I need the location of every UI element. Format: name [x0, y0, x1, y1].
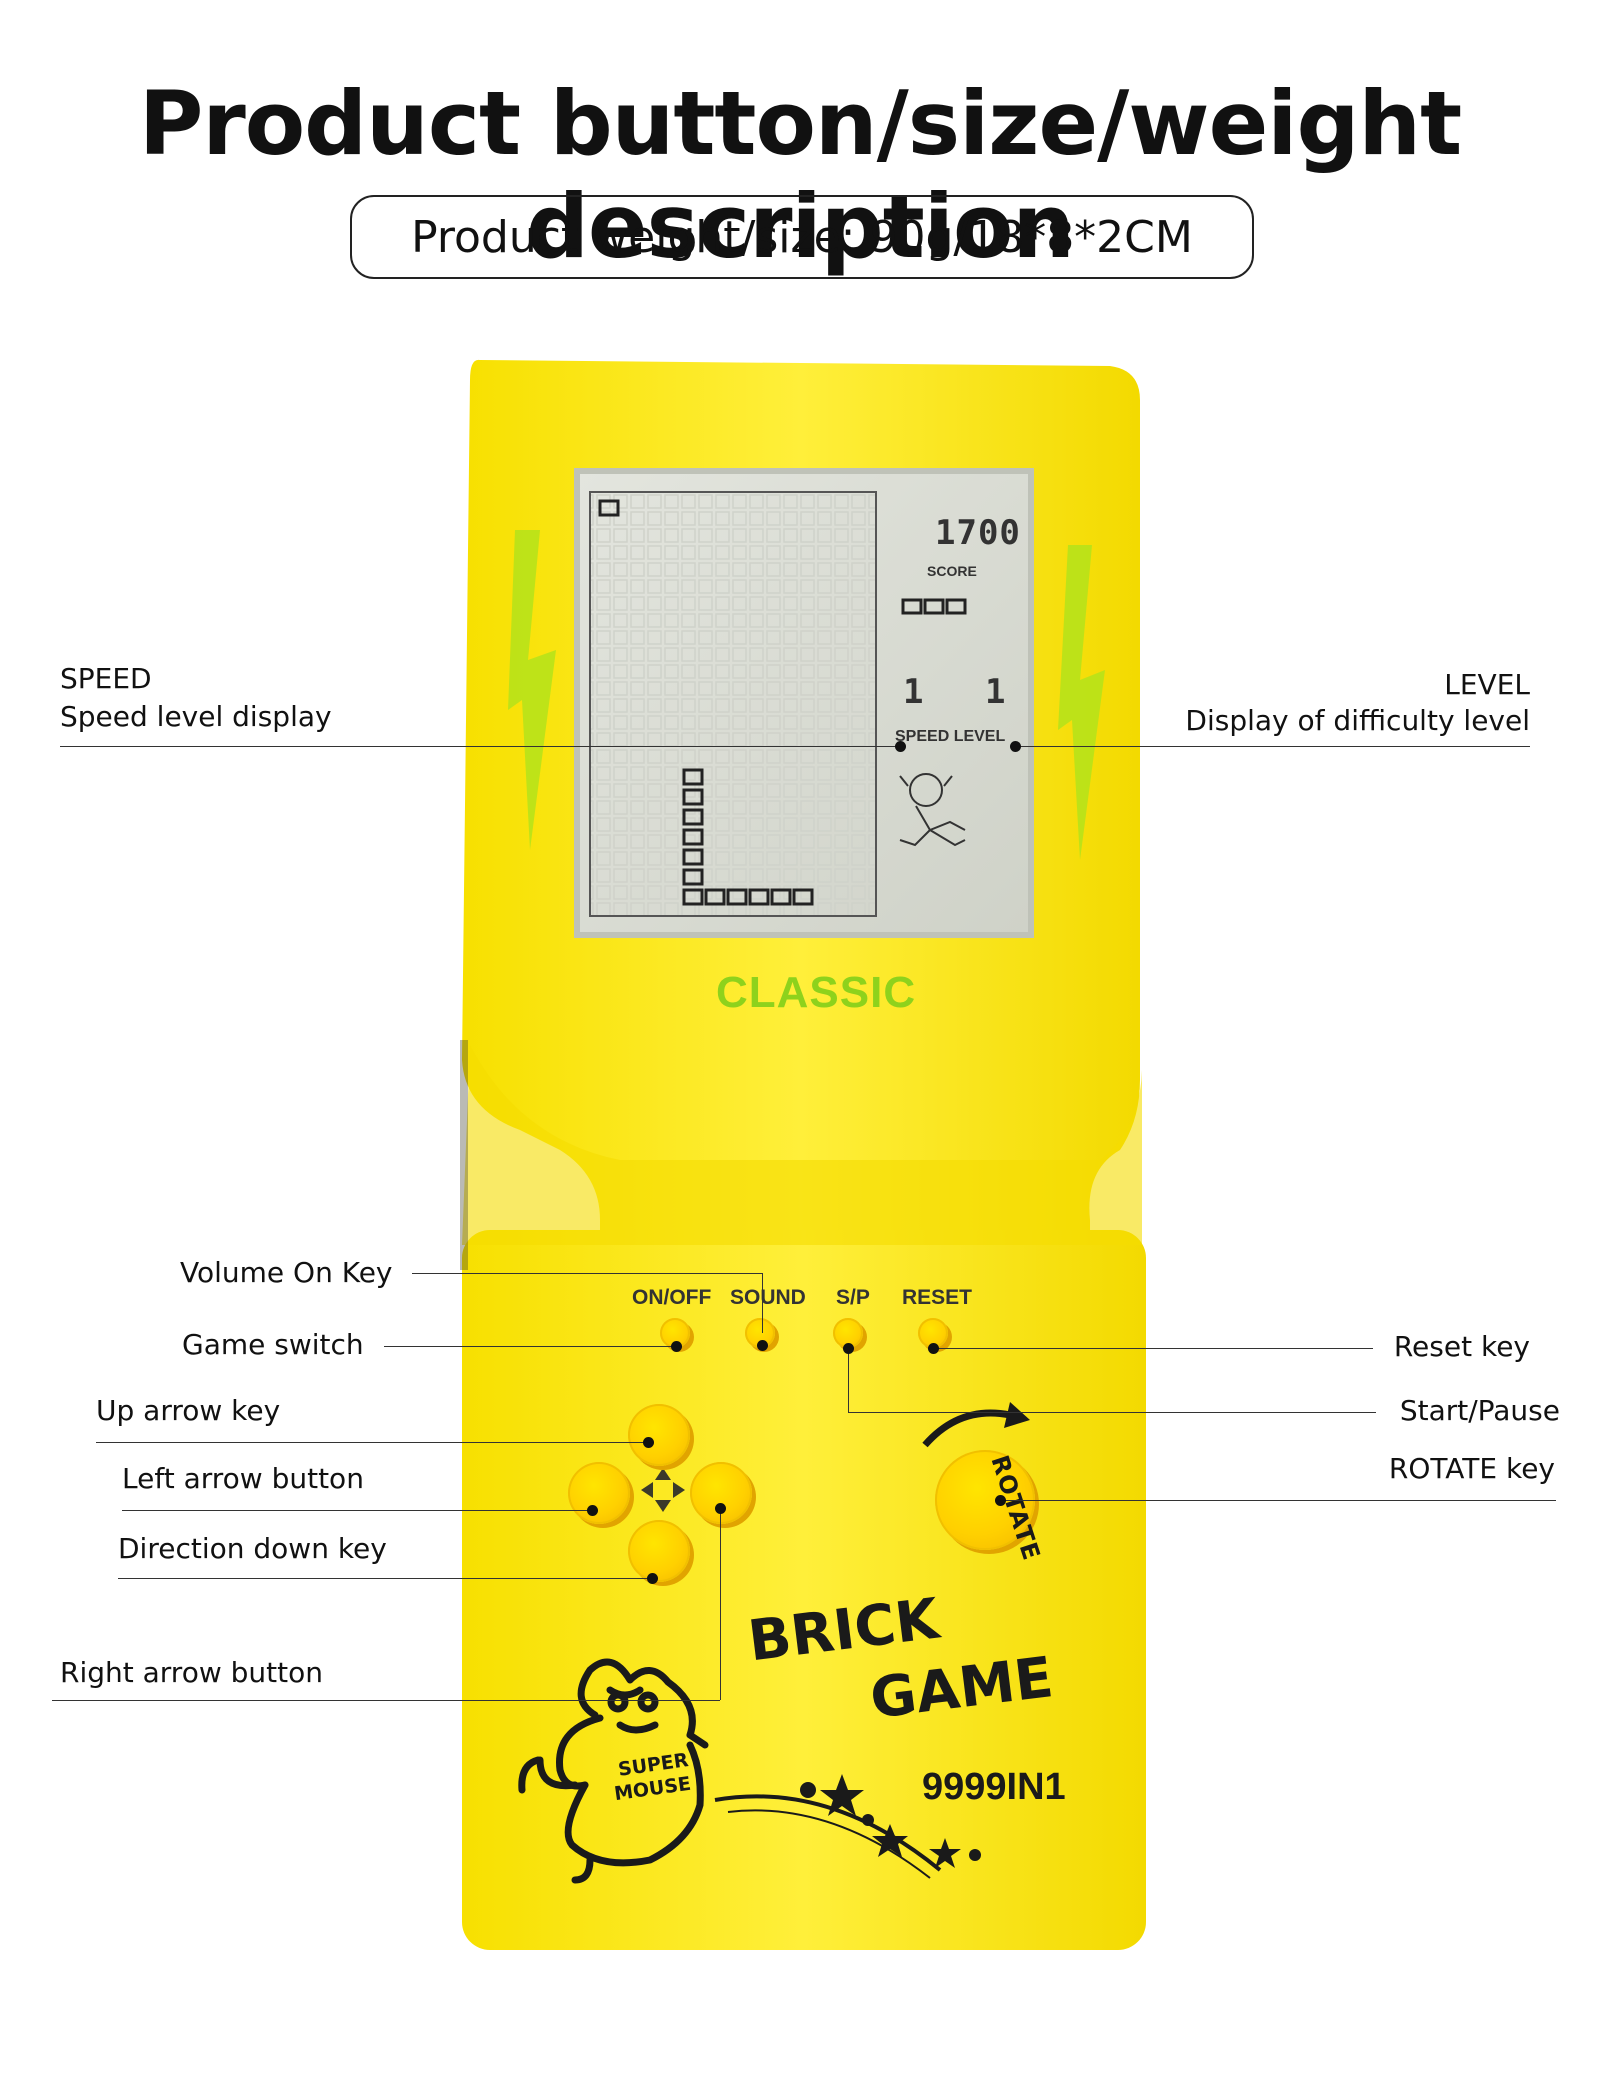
down-key-leader-line [118, 1578, 652, 1579]
sound-label: SOUND [730, 1286, 806, 1309]
game-switch-label: Game switch [182, 1328, 364, 1361]
right-arrow-label: Right arrow button [60, 1656, 323, 1689]
lightning-left-icon [508, 530, 556, 850]
dpad-center-icon [641, 1468, 685, 1512]
weight-size-box: Product weight/size: 90g/18*8*2CM [350, 195, 1254, 279]
speed-desc-label: Speed level display [60, 700, 332, 733]
left-arrow-leader-line [122, 1510, 592, 1511]
rotate-arrow-icon [922, 1409, 1011, 1448]
game-switch-leader-dot [671, 1341, 682, 1352]
lcd-runner-icon [899, 773, 966, 847]
super-mouse-mascot-icon [518, 1658, 709, 1884]
up-arrow-leader-dot [643, 1437, 654, 1448]
start-pause-leader-vertical [848, 1348, 849, 1413]
volume-leader-vertical [762, 1273, 763, 1333]
classic-brand-text: CLASSIC [716, 968, 917, 1017]
device-lower-body [462, 1230, 1146, 1950]
lightning-right-icon [1058, 545, 1105, 860]
reset-leader-line [933, 1348, 1373, 1349]
lcd-score-label: SCORE [927, 563, 977, 579]
rotate-key-label: ROTATE key [1388, 1452, 1555, 1485]
rotate-leader-line [1000, 1500, 1556, 1501]
page-title: Product button/size/weight description [138, 72, 1462, 278]
down-key-label: Direction down key [118, 1532, 387, 1565]
level-desc-label: Display of difficulty level [1185, 704, 1530, 737]
right-arrow-leader-vertical [720, 1508, 721, 1700]
level-leader-line [1015, 746, 1530, 747]
start-pause-leader-dot [843, 1343, 854, 1354]
level-leader-dot [1010, 741, 1021, 752]
lcd-score-digits: 1700 [935, 513, 1021, 553]
right-arrow-key[interactable] [690, 1462, 752, 1524]
speed-title-label: SPEED [60, 662, 152, 695]
up-arrow-label: Up arrow key [96, 1394, 281, 1427]
reset-key-label: Reset key [1393, 1330, 1530, 1363]
down-arrow-key[interactable] [628, 1520, 690, 1582]
model-text: 9999IN1 [922, 1766, 1066, 1808]
left-arrow-key[interactable] [568, 1462, 630, 1524]
start-pause-leader-line [848, 1412, 1376, 1413]
reset-label: RESET [902, 1286, 973, 1309]
up-arrow-leader-line [96, 1442, 648, 1443]
start-pause-label: Start/Pause [1399, 1394, 1560, 1427]
left-arrow-leader-dot [587, 1505, 598, 1516]
up-arrow-key[interactable] [628, 1404, 690, 1466]
down-key-leader-dot [647, 1573, 658, 1584]
weight-size-text: Product weight/size: 90g/18*8*2CM [411, 211, 1193, 263]
volume-leader-dot [757, 1340, 768, 1351]
game-switch-leader-line [384, 1346, 676, 1347]
right-arrow-leader-dot [715, 1503, 726, 1514]
rotate-leader-dot [995, 1495, 1006, 1506]
reset-leader-dot [928, 1343, 939, 1354]
speed-leader-line [60, 746, 900, 747]
volume-leader-line [412, 1273, 762, 1274]
sp-label: S/P [836, 1286, 870, 1309]
stacked-bricks [682, 768, 814, 906]
lcd-level-value: 1 [985, 672, 1006, 712]
lcd-speed-value: 1 [903, 672, 924, 712]
level-title-label: LEVEL [1444, 668, 1530, 701]
speed-leader-dot [895, 741, 906, 752]
lcd-speed-level-label: SPEED LEVEL [895, 728, 1006, 745]
star-swoosh-decoration [714, 1774, 981, 1879]
right-arrow-leader-line [52, 1700, 720, 1701]
left-arrow-label: Left arrow button [122, 1462, 364, 1495]
volume-on-key-label: Volume On Key [180, 1256, 393, 1289]
on-off-label: ON/OFF [632, 1286, 712, 1309]
